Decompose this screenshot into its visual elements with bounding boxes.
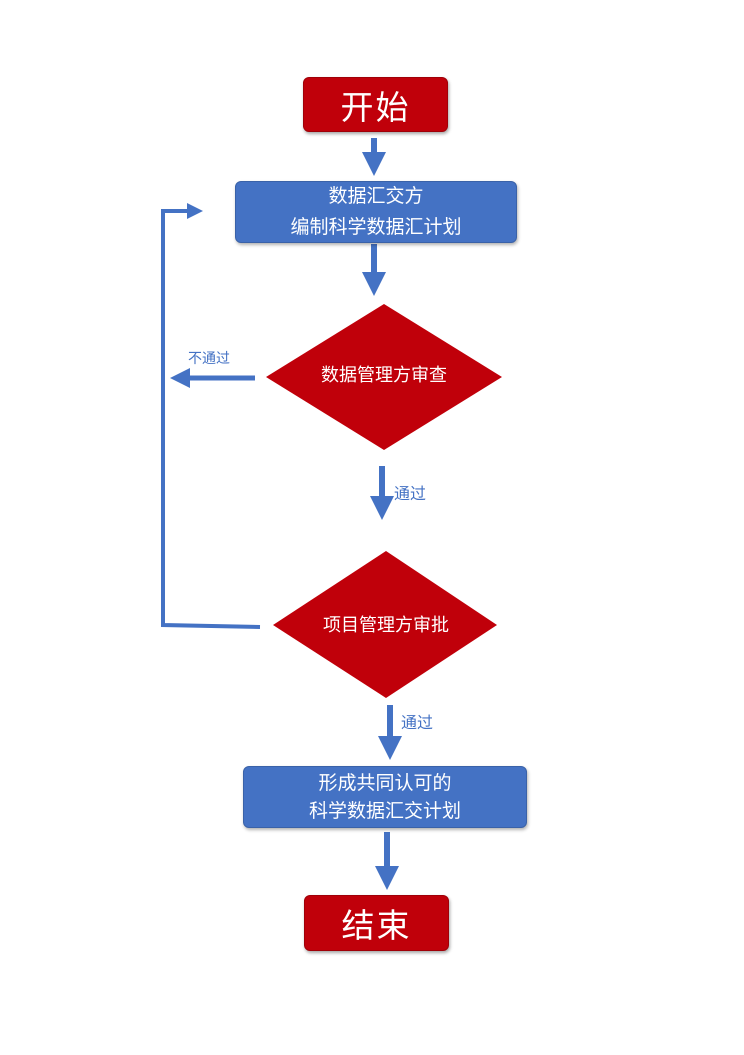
- submit-plan-node: 数据汇交方 编制科学数据汇计划: [235, 181, 517, 243]
- approval-pass-label: 通过: [401, 713, 434, 732]
- loop-back-line: [161, 203, 261, 629]
- project-approval-label: 项目管理方审批: [323, 615, 449, 636]
- decision-project-approval-shape: [273, 551, 497, 698]
- submit-plan-line1: 数据汇交方: [328, 185, 424, 207]
- review-fail-label: 不通过: [188, 351, 230, 367]
- end-node: 结束: [304, 895, 449, 951]
- start-node: 开始: [303, 77, 448, 132]
- final-plan-node: 形成共同认可的 科学数据汇交计划: [243, 766, 527, 828]
- final-plan-line1: 形成共同认可的: [318, 772, 452, 794]
- data-review-label: 数据管理方审查: [321, 365, 447, 386]
- start-label: 开始: [340, 87, 411, 127]
- decision-data-review-shape: [266, 304, 502, 450]
- review-pass-label: 通过: [394, 484, 427, 503]
- submit-plan-line2: 编制科学数据汇计划: [290, 216, 462, 238]
- end-label: 结束: [341, 906, 412, 945]
- final-plan-line2: 科学数据汇交计划: [308, 800, 461, 822]
